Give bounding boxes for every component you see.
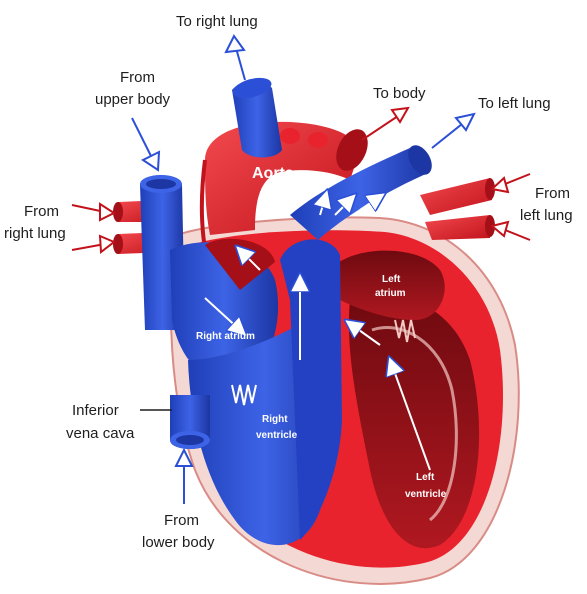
arrow-from-right-lung [72,204,114,252]
arrow-to-right-lung [226,36,245,80]
label-from-left-lung-2: left lung [520,207,573,224]
label-ivc-1: Inferior [72,402,119,419]
label-ivc-2: vena cava [66,425,135,442]
label-left-atrium-1: Left [382,274,401,285]
arrow-to-left-lung [432,114,474,148]
label-left-ventricle-1: Left [416,472,435,483]
label-left-atrium-2: atrium [375,288,406,299]
label-from-lower-body-2: lower body [142,534,215,551]
label-left-ventricle-2: ventricle [405,489,447,500]
label-to-body: To body [373,85,426,102]
arrow-from-lower-body [176,450,192,504]
label-to-left-lung: To left lung [478,95,551,112]
label-from-right-lung-1: From [24,203,59,220]
label-from-left-lung-1: From [535,185,570,202]
label-from-upper-body-2: upper body [95,91,171,108]
label-from-upper-body-1: From [120,69,155,86]
label-right-ventricle-1: Right [262,414,288,425]
label-to-right-lung: To right lung [176,13,258,30]
arrow-to-body [362,108,408,140]
label-aorta: Aorta [252,165,294,182]
left-pulmonary-veins [420,178,492,215]
arrow-from-upper-body [132,118,159,170]
label-from-lower-body-1: From [164,512,199,529]
label-right-ventricle-2: ventricle [256,430,298,441]
label-right-atrium: Right atrium [196,331,255,342]
label-from-right-lung-2: right lung [4,225,66,242]
